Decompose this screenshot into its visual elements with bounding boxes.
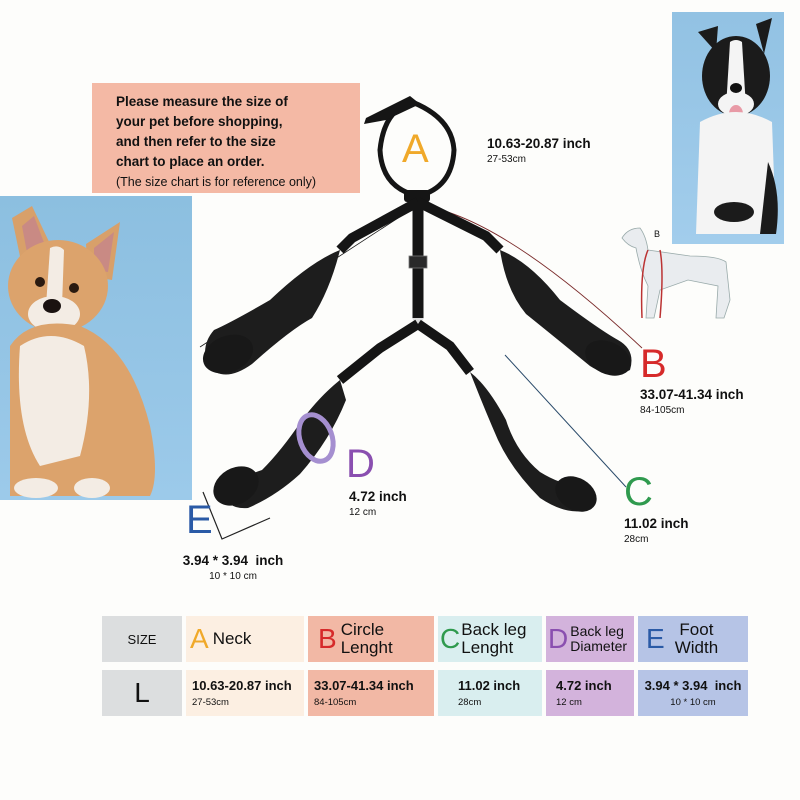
value-back-leg-diameter: 4.72 inch 12 cm [546,670,634,716]
header-back-leg-diameter: D Back leg Diameter [546,616,634,662]
header-back-leg-length: C Back leg Lenght [438,616,542,662]
header-d-label-1: Back leg [570,623,624,639]
header-e-label-2: Width [674,638,719,657]
header-neck: A Neck [186,616,304,662]
value-c-cm: 28cm [458,697,482,708]
measurement-b: 33.07-41.34 inch 84-105cm [640,387,744,416]
label-e-letter: E [186,498,213,542]
value-b-cm: 84-105cm [314,697,357,708]
measurement-c-cm: 28cm [624,534,649,545]
size-value: L [134,677,150,708]
header-b-label-2: Lenght [340,638,393,657]
value-c-inch: 11.02 inch [458,678,521,693]
header-a-letter: A [190,623,209,654]
border-collie-photo [672,12,784,244]
header-c-label-2: Lenght [461,638,514,657]
label-a-letter: A [402,127,429,171]
back-leg-diameter-ring [296,412,336,464]
header-e-label-1: Foot [679,620,714,639]
header-size-label: SIZE [127,631,157,647]
value-neck: 10.63-20.87 inch 27-53cm [186,670,304,716]
corgi-illustration [8,206,155,498]
measurement-a-inch: 10.63-20.87 inch [487,136,591,151]
size-chart-table: SIZE A Neck B Circle Lenght C Back leg L… [102,616,754,716]
note-line: your pet before shopping, [116,114,283,129]
note-line: and then refer to the size [116,134,276,149]
header-circle-length: B Circle Lenght [308,616,434,662]
header-a-label: Neck [212,629,252,648]
header-d-letter: D [548,623,569,654]
value-d-cm: 12 cm [556,697,582,708]
measurement-b-cm: 84-105cm [640,405,685,416]
header-d-label-2: Diameter [570,638,628,654]
value-e-cm: 10 * 10 cm [670,697,716,708]
value-a-inch: 10.63-20.87 inch [192,678,292,693]
value-e-inch: 3.94 * 3.94 inch [644,678,742,693]
measurement-d-cm: 12 cm [349,507,377,518]
dog-diagram-label: B [654,229,661,239]
value-foot-width: 3.94 * 3.94 inch 10 * 10 cm [638,670,748,716]
border-collie-illustration [696,18,778,234]
label-d-letter: D [346,442,375,486]
measurement-d: 4.72 inch 12 cm [349,489,407,518]
note-line: chart to place an order. [116,154,265,169]
measurement-a-cm: 27-53cm [487,154,526,165]
measurement-e-cm: 10 * 10 cm [209,571,257,582]
measurement-e-inch: 3.94 * 3.94 inch [182,553,284,568]
note-line: Please measure the size of [116,94,288,109]
measurement-d-inch: 4.72 inch [349,489,407,504]
foot-width-bracket [202,491,271,540]
value-a-cm: 27-53cm [192,697,229,708]
header-foot-width: E Foot Width [638,616,748,662]
measurement-e: 3.94 * 3.94 inch 10 * 10 cm [177,553,289,582]
dog-skeleton-diagram [621,227,731,319]
note-disclaimer: (The size chart is for reference only) [116,175,317,189]
measurement-b-inch: 33.07-41.34 inch [640,387,744,402]
value-d-inch: 4.72 inch [556,678,612,693]
guide-line-c [504,354,627,488]
header-b-label-1: Circle [340,620,385,639]
harness-diagram [199,96,731,540]
header-c-letter: C [440,623,461,654]
header-size: SIZE [102,616,182,662]
measurement-a: 10.63-20.87 inch 27-53cm [487,136,591,165]
value-circle-length: 33.07-41.34 inch 84-105cm [308,670,434,716]
header-e-letter: E [646,623,665,654]
measurement-c-inch: 11.02 inch [624,516,689,531]
header-b-letter: B [318,623,337,654]
row-size-l: L [102,670,182,716]
header-c-label-1: Back leg [461,620,527,639]
measure-instructions-note: Please measure the size of your pet befo… [92,83,360,193]
measurement-c: 11.02 inch 28cm [624,516,689,545]
label-b-letter: B [640,342,667,386]
label-c-letter: C [624,470,653,514]
value-b-inch: 33.07-41.34 inch [314,678,414,693]
value-back-leg-length: 11.02 inch 28cm [438,670,542,716]
corgi-photo [0,196,192,500]
